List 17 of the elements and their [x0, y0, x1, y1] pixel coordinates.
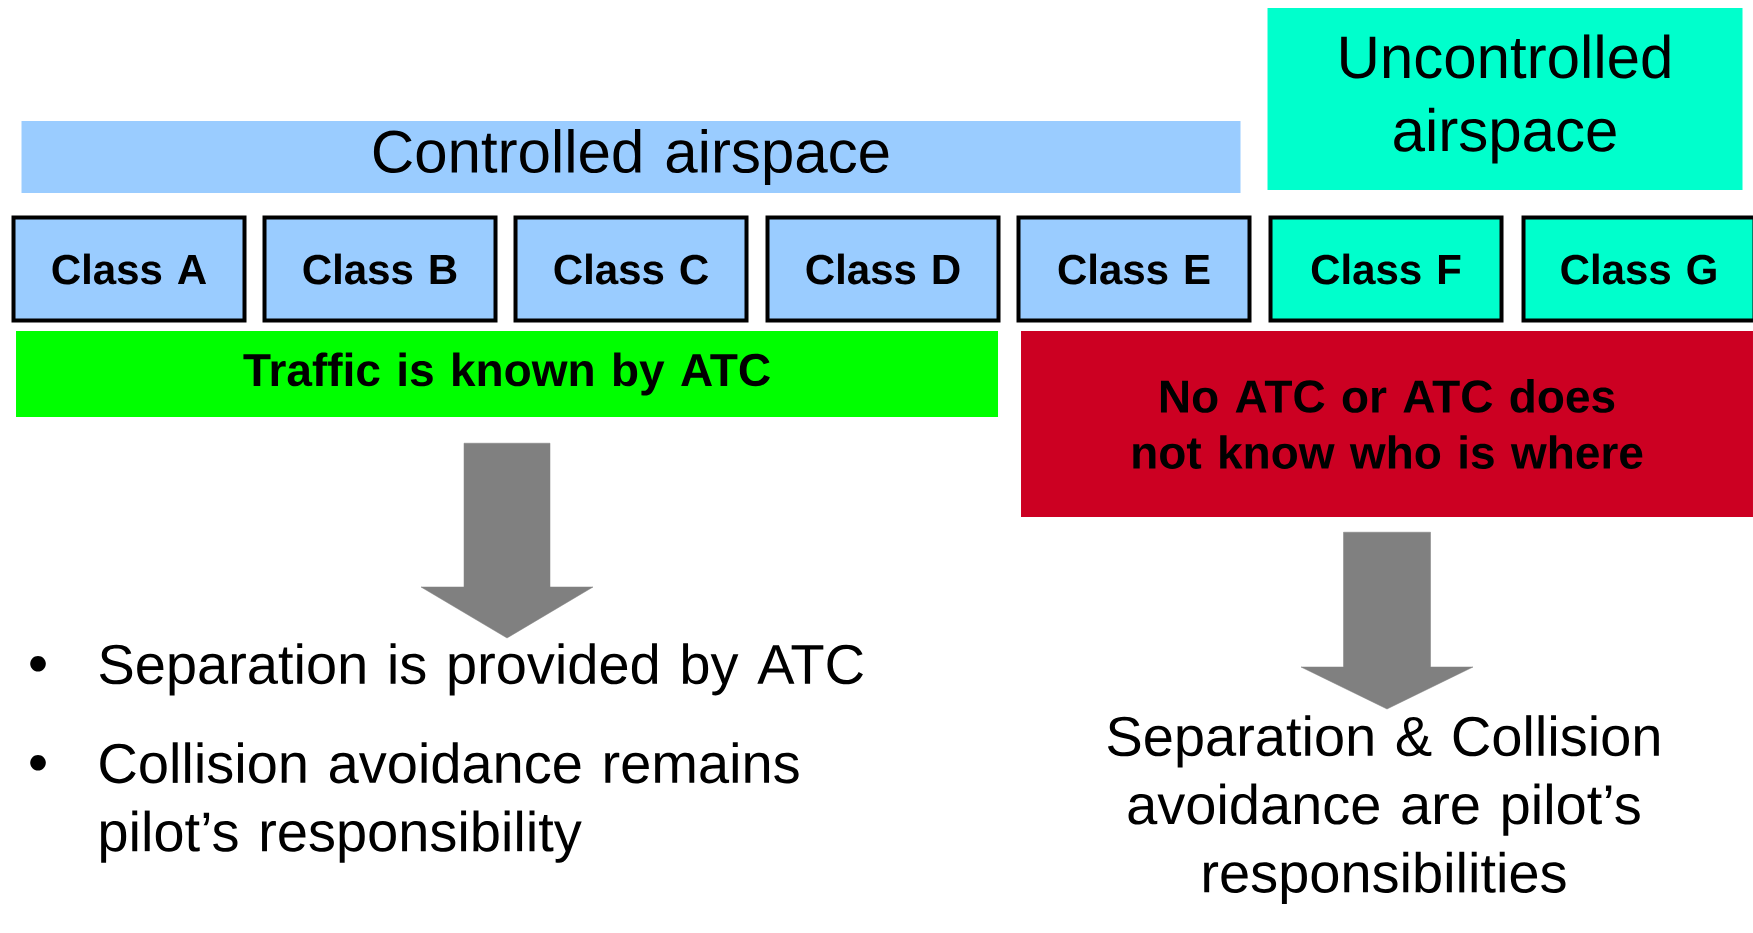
zone-band: Controlled airspace: [21, 121, 1241, 193]
class-box: Class A: [11, 215, 247, 323]
bullet-list: Separation is provided by ATC Collision avoidance remains pilot’s responsibility: [30, 643, 863, 863]
status-band: Traffic is known by ATC: [16, 331, 998, 417]
class-box: Class D: [765, 215, 1001, 323]
block-arrow: [1300, 531, 1474, 710]
result-text: Separation & Collision avoidance are pilot’s responsibilities: [1107, 715, 1659, 904]
node-label: Separation is provided by ATC: [99, 643, 863, 696]
class-box: Class F: [1268, 215, 1504, 323]
block-arrow: [420, 442, 594, 639]
node-label: Collision avoidance remains pilot’s responsibility: [100, 742, 799, 863]
class-box: Class E: [1016, 215, 1252, 323]
class-box: Class B: [262, 215, 498, 323]
class-box: Class G: [1521, 215, 1753, 323]
status-band: No ATC or ATC does not know who is where: [1021, 331, 1753, 517]
class-box: Class C: [513, 215, 749, 323]
zone-band: Uncontrolled airspace: [1267, 8, 1743, 190]
